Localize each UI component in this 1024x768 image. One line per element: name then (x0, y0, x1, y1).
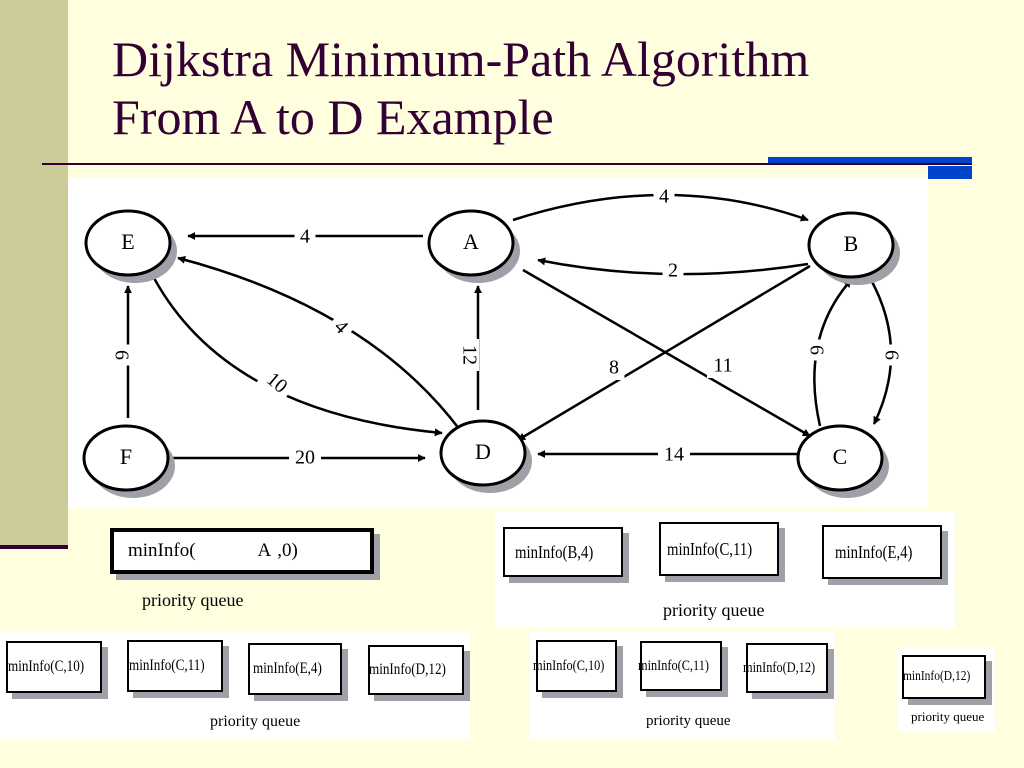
queue-2-label: priority queue (663, 600, 765, 620)
queue-5-item: minInfo(D,12) (902, 655, 986, 699)
queue-2-item: minInfo(E,4) (822, 525, 942, 579)
accent-block (928, 166, 972, 179)
queue-1-label: priority queue (142, 590, 244, 610)
node-a: A (427, 209, 520, 283)
node-label: F (120, 444, 132, 469)
sidebar-decoration (0, 0, 68, 549)
queue-3-label: priority queue (210, 713, 301, 730)
edge-weight-label: 11 (713, 355, 732, 377)
queue-1-item-node: A (257, 540, 272, 561)
edge-label-bg (256, 365, 296, 403)
edge-label-bg (294, 227, 316, 249)
queue-1-item: minInfo( A ,0) (110, 528, 374, 574)
edge-label-bg (707, 356, 739, 378)
title-line-1: Dijkstra Minimum-Path Algorithm (112, 31, 810, 87)
queue-4-item: minInfo(C,10) (533, 640, 617, 692)
edge-label-bg (653, 187, 675, 209)
node-label: A (463, 229, 479, 254)
queue-4-item: minInfo(D,12) (743, 643, 828, 693)
node-circle (427, 209, 515, 277)
edge-weight-label: 14 (664, 444, 684, 466)
queue-2-item: minInfo(C,11) (659, 522, 779, 576)
slide-title: Dijkstra Minimum-Path Algorithm From A t… (112, 30, 1012, 146)
edge-weight-label: 2 (668, 260, 678, 282)
node-d: D (439, 419, 532, 493)
edge-weight-label: 12 (458, 345, 480, 365)
title-line-2: From A to D Example (112, 89, 554, 145)
graph-nodes: E A B F D C (82, 209, 900, 498)
queue-4-item: minInfo(C,11) (638, 641, 722, 691)
edge-label-bg (603, 358, 625, 380)
title-rule (42, 163, 972, 165)
node-label: E (121, 229, 134, 254)
queue-2-item: minInfo(B,4) (503, 527, 623, 577)
node-circle (807, 211, 895, 279)
node-circle (796, 424, 884, 492)
node-label: C (833, 444, 848, 469)
node-label: D (475, 439, 491, 464)
sidebar-underline (0, 545, 68, 549)
edge-weight-label: 4 (659, 186, 669, 208)
edge-label-bg (804, 339, 826, 361)
edge-label-bg (658, 445, 690, 467)
edge-weight-label: 6 (110, 350, 132, 360)
edge-b-to-d (517, 264, 811, 442)
queue-1-item-suffix: ,0) (277, 540, 298, 561)
accent-bar (768, 157, 972, 163)
edge-label-bg (879, 344, 901, 366)
queue-3-item: minInfo(E,4) (248, 643, 342, 695)
queue-3-item: minInfo(D,12) (368, 645, 464, 695)
node-label: B (844, 231, 859, 256)
edge-weight-label: 6 (880, 350, 902, 360)
edge-weight-label: 6 (805, 345, 827, 355)
queue-3-item: minInfo(C,10) (6, 641, 102, 693)
node-circle (82, 424, 170, 492)
edge-weight-label: 20 (295, 447, 315, 469)
edge-label-bg (457, 339, 479, 371)
edge-label-bg (289, 448, 321, 470)
queue-1-item-prefix: minInfo( (128, 540, 196, 561)
edge-label-bg (109, 344, 131, 366)
node-circle (84, 209, 172, 277)
queue-5-label: priority queue (911, 709, 985, 724)
node-circle (439, 419, 527, 487)
node-b: B (807, 211, 900, 285)
node-f: F (82, 424, 175, 498)
node-e: E (84, 209, 177, 283)
edge-weight-label: 4 (300, 226, 310, 248)
edge-a-to-c (522, 268, 811, 438)
edge-d-to-e (177, 255, 461, 431)
queue-4-label: priority queue (646, 713, 731, 729)
queue-3-item: minInfo(C,11) (127, 640, 223, 692)
node-c: C (796, 424, 889, 498)
edge-label-bg (662, 261, 684, 283)
edge-weight-label: 8 (609, 357, 619, 379)
edge-label-bg (324, 312, 356, 344)
